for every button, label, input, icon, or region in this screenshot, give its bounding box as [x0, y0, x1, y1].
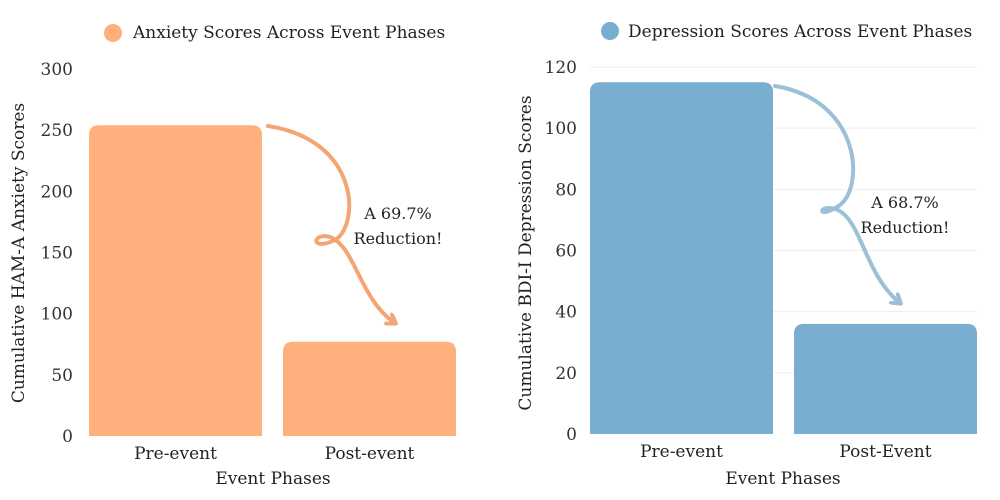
anxiety-y-axis-title: Cumulative HAM-A Anxiety Scores — [9, 103, 29, 403]
depression-x-tick-labels: Pre-event Post-Event — [640, 442, 932, 462]
anxiety-y-tick-label: 100 — [41, 305, 73, 325]
anxiety-chart: 0 50 100 150 200 250 300 Pre-event Post-event A… — [9, 23, 456, 489]
depression-y-tick-label: 0 — [566, 425, 577, 445]
anxiety-category-label: Post-event — [325, 444, 415, 464]
anxiety-legend-marker — [104, 24, 122, 42]
depression-y-tick-label: 40 — [555, 303, 577, 323]
anxiety-y-tick-label: 50 — [51, 366, 73, 386]
anxiety-y-tick-label: 250 — [41, 121, 73, 141]
anxiety-y-tick-label: 0 — [62, 427, 73, 447]
depression-legend-label: Depression Scores Across Event Phases — [628, 22, 972, 42]
depression-y-ticks: 0 20 40 60 80 100 120 — [545, 58, 577, 445]
depression-chart: 0 20 40 60 80 100 120 Pre-event Post-Event Depr… — [516, 22, 977, 489]
depression-annotation-line-1: A 68.7% — [870, 193, 938, 212]
anxiety-y-ticks: 0 50 100 150 200 250 300 — [41, 60, 73, 447]
anxiety-category-label: Pre-event — [134, 444, 217, 464]
depression-annotation-line-2: Reduction! — [861, 218, 950, 237]
depression-y-axis-title: Cumulative BDI-I Depression Scores — [516, 95, 536, 410]
anxiety-y-tick-label: 300 — [41, 60, 73, 80]
anxiety-reduction-arrow — [266, 124, 395, 323]
anxiety-x-tick-labels: Pre-event Post-event — [134, 444, 414, 464]
anxiety-annotation-line-1: A 69.7% — [363, 204, 431, 223]
anxiety-x-axis-title: Event Phases — [215, 469, 330, 489]
depression-category-label: Post-Event — [839, 442, 931, 462]
anxiety-bar-post-event — [283, 341, 456, 436]
depression-category-label: Pre-event — [640, 442, 723, 462]
depression-y-tick-label: 80 — [555, 180, 577, 200]
anxiety-bar-pre-event — [89, 125, 262, 437]
depression-reduction-arrow — [773, 84, 900, 303]
anxiety-y-tick-label: 150 — [41, 244, 73, 264]
depression-bar-post-event — [794, 323, 977, 434]
depression-y-tick-label: 60 — [555, 242, 577, 262]
depression-y-tick-label: 100 — [545, 119, 577, 139]
depression-y-tick-label: 20 — [555, 364, 577, 384]
anxiety-legend-label: Anxiety Scores Across Event Phases — [132, 23, 445, 43]
depression-bars — [590, 82, 977, 435]
depression-bar-pre-event — [590, 82, 773, 435]
anxiety-y-tick-label: 200 — [41, 182, 73, 202]
anxiety-bars — [89, 125, 456, 437]
depression-y-tick-label: 120 — [545, 58, 577, 78]
depression-x-axis-title: Event Phases — [725, 469, 840, 489]
anxiety-annotation-line-2: Reduction! — [354, 229, 443, 248]
depression-legend-marker — [601, 22, 619, 40]
